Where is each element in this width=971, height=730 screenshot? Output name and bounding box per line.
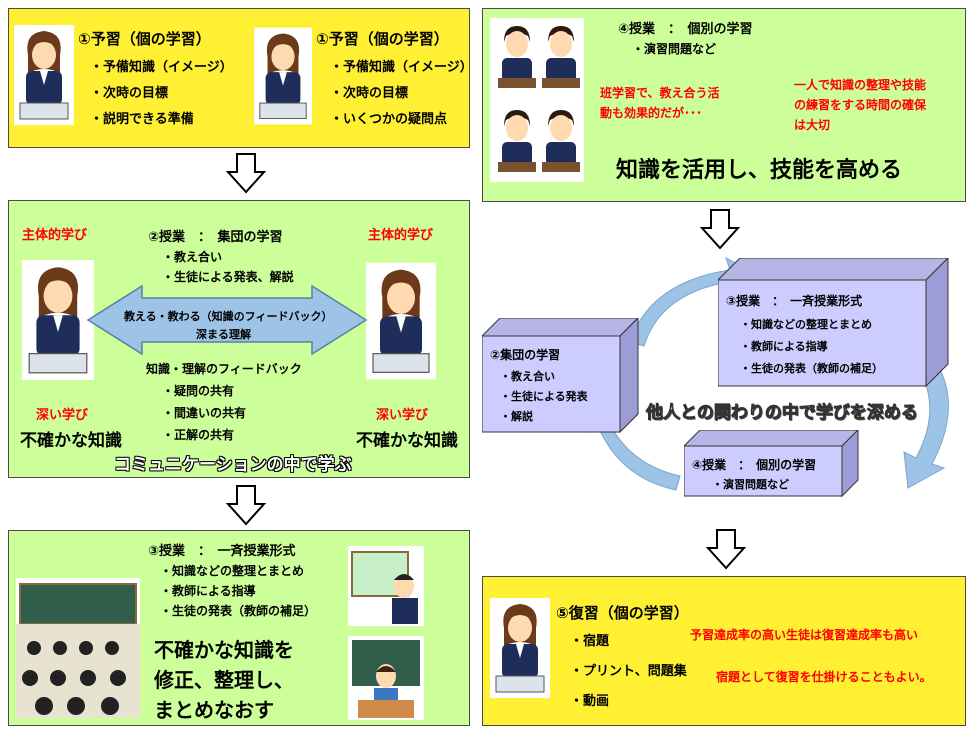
- prep-left-item: ・次時の目標: [90, 86, 169, 101]
- cycle-box2-title: ②集団の学習: [490, 348, 561, 362]
- prep-right-item: ・いくつかの疑問点: [330, 112, 448, 127]
- individual-title: ④授業 ： 個別の学習: [618, 22, 753, 37]
- feedback-item: ・正解の共有: [162, 428, 235, 442]
- solo-note: 一人で知識の整理や技能: [794, 78, 927, 92]
- left-proactive-label: 主体的学び: [22, 228, 88, 243]
- left-uncertain-caption: 不確かな知識: [20, 431, 122, 451]
- whole-class-item: ・教師による指導: [160, 584, 256, 598]
- group-note: 班学習で、教え合う活: [600, 86, 720, 100]
- cycle-box2-item: ・教え合い: [500, 370, 555, 383]
- cycle-box3-item: ・知識などの整理とまとめ: [740, 318, 872, 331]
- individual-big-text: 知識を活用し、技能を高める: [616, 158, 903, 183]
- student-girl-pen-illustration: [22, 259, 94, 381]
- whole-class-title: ③授業 ： 一斉授業形式: [148, 544, 296, 559]
- teacher-illustration: [348, 546, 424, 626]
- student-boy-pen-illustration: [366, 262, 436, 380]
- student-blackboard-illustration: [348, 636, 424, 720]
- individual-sub: ・演習問題など: [632, 42, 717, 56]
- panel-preparation: [8, 8, 470, 148]
- prep-left-item: ・予備知識（イメージ）: [90, 60, 233, 75]
- prep-right-item: ・予備知識（イメージ）: [330, 60, 473, 75]
- review-item: ・動画: [570, 694, 610, 709]
- feedback-item: ・疑問の共有: [162, 384, 235, 398]
- group-item: ・教え合い: [162, 250, 223, 264]
- feedback-arrow-text: 教える・教わる（知識のフィードバック）: [124, 310, 333, 323]
- cycle-box3-title: ③授業 ： 一斉授業形式: [726, 294, 863, 308]
- solo-note: の練習をする時間の確保: [794, 98, 927, 112]
- student-girl-review-illustration: [490, 597, 550, 699]
- double-arrow-icon: [86, 284, 368, 356]
- cycle-box2-item: ・解説: [500, 410, 533, 423]
- right-proactive-label: 主体的学び: [368, 228, 434, 243]
- student-boy-laptop-illustration: [254, 27, 312, 125]
- whole-class-big-text: 不確かな知識を: [154, 638, 294, 662]
- classroom-illustration: [16, 578, 140, 718]
- down-arrow-icon: [226, 153, 266, 194]
- review-note: 宿題として復習を仕掛けることもよい。: [716, 670, 932, 684]
- left-deep-label: 深い学び: [36, 408, 89, 423]
- review-item: ・宿題: [570, 634, 610, 649]
- review-item: ・プリント、問題集: [570, 664, 687, 679]
- whole-class-big-text: まとめなおす: [154, 698, 274, 722]
- panel-review: [482, 576, 966, 726]
- feedback-item: ・間違いの共有: [162, 406, 247, 420]
- cycle-box4-title: ④授業 ： 個別の学習: [692, 458, 817, 472]
- cycle-box3-item: ・生徒の発表（教師の補足）: [740, 362, 883, 375]
- whole-class-item: ・知識などの整理とまとめ: [160, 564, 305, 578]
- communication-banner: コミュニケーションの中で学ぶ: [113, 454, 352, 475]
- cycle-box2-item: ・生徒による発表: [500, 390, 588, 403]
- cycle-center-text: 他人との関わりの中で学びを深める: [646, 403, 919, 424]
- whole-class-big-text: 修正、整理し、: [154, 668, 294, 692]
- cycle-box-whole-class: [718, 258, 949, 388]
- whole-class-item: ・生徒の発表（教師の補足）: [160, 604, 317, 618]
- students-at-desks-illustration: [490, 18, 584, 182]
- right-deep-label: 深い学び: [376, 408, 429, 423]
- group-learning-title: ②授業 ： 集団の学習: [148, 230, 283, 245]
- prep-left-title: ①予習（個の学習）: [78, 30, 211, 48]
- cycle-box-group: [482, 318, 639, 434]
- right-uncertain-caption: 不確かな知識: [356, 431, 458, 451]
- group-item: ・生徒による発表、解説: [162, 270, 294, 284]
- feedback-arrow-text: 深まる理解: [196, 328, 251, 341]
- solo-note: は大切: [794, 118, 831, 132]
- prep-right-item: ・次時の目標: [330, 86, 409, 101]
- prep-right-title: ①予習（個の学習）: [316, 30, 449, 48]
- feedback-title: 知識・理解のフィードバック: [146, 362, 302, 376]
- student-girl-laptop-illustration: [14, 24, 74, 126]
- review-title: ⑤復習（個の学習）: [556, 604, 689, 622]
- cycle-box3-item: ・教師による指導: [740, 340, 828, 353]
- prep-left-item: ・説明できる準備: [90, 112, 194, 127]
- review-note: 予習達成率の高い生徒は復習達成率も高い: [690, 628, 919, 642]
- down-arrow-icon: [700, 209, 740, 250]
- cycle-box-individual: [684, 430, 859, 498]
- cycle-box4-item: ・演習問題など: [712, 478, 789, 491]
- down-arrow-icon: [706, 529, 746, 570]
- group-note: 動も効果的だが･･･: [600, 106, 703, 120]
- down-arrow-icon: [226, 485, 266, 526]
